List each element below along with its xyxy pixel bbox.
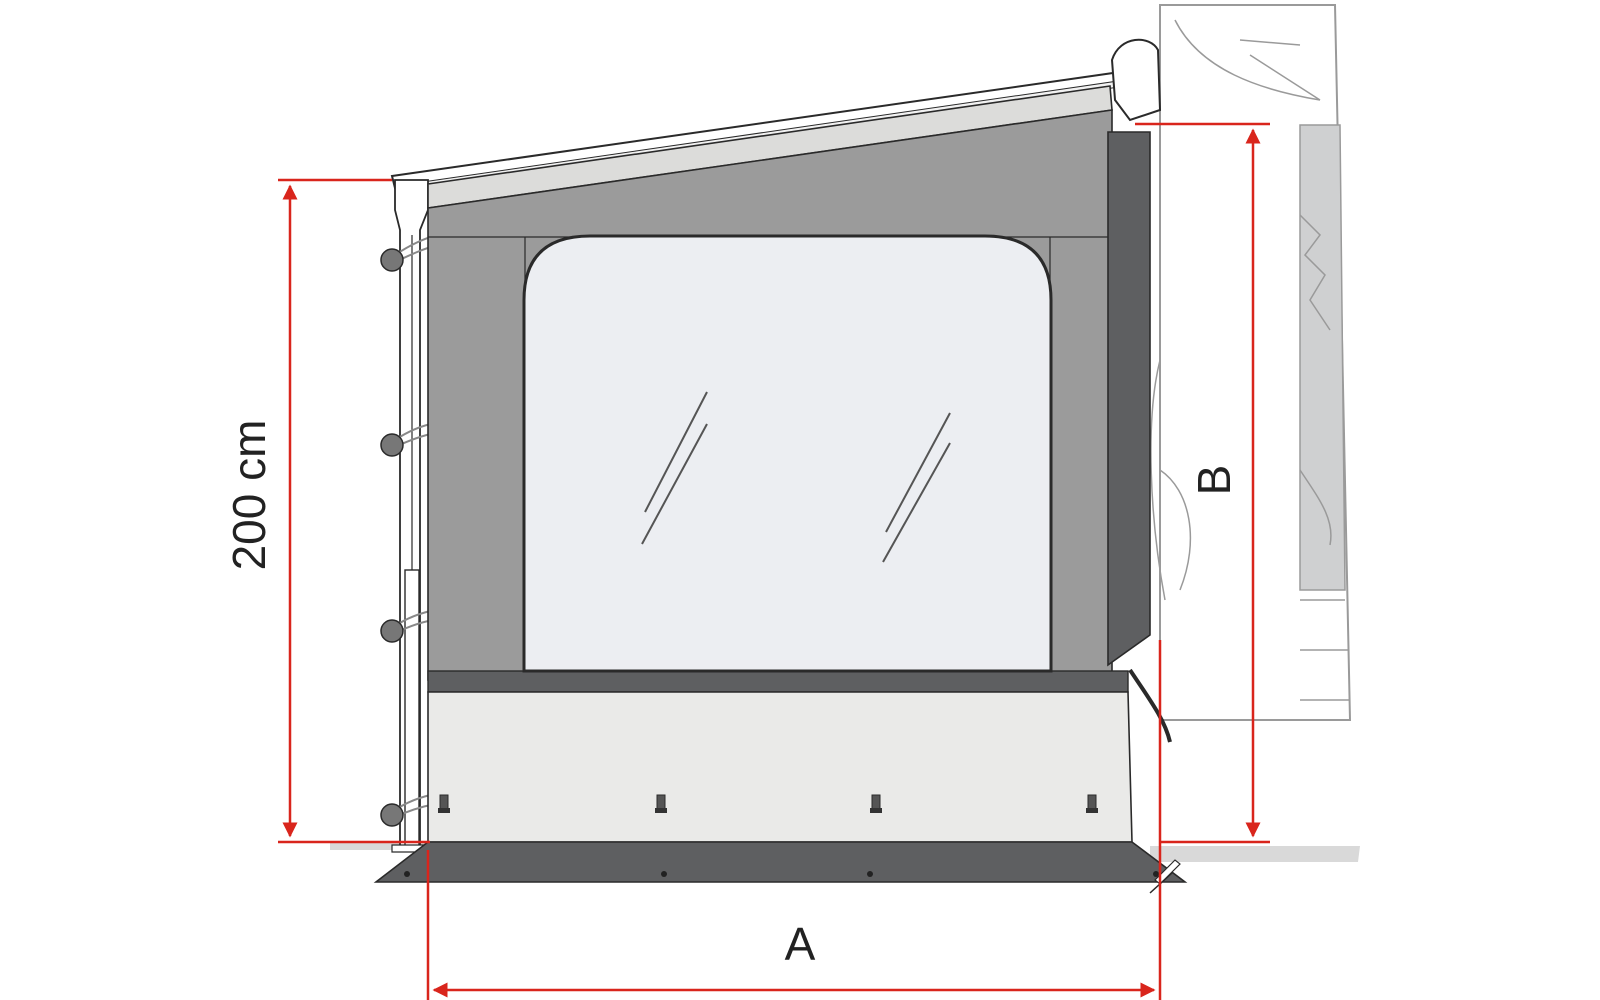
peg-loops xyxy=(438,794,1098,813)
window xyxy=(522,234,1053,673)
strap-top xyxy=(380,235,436,272)
wall-height-dimension xyxy=(1135,122,1270,844)
window-reflection-right xyxy=(882,412,951,563)
ground-right xyxy=(1150,846,1360,862)
height-label: 200 cm xyxy=(223,420,275,571)
peg-loop xyxy=(655,794,667,813)
peg-loop xyxy=(870,794,882,813)
ground-skirt xyxy=(373,841,1188,894)
width-label: A xyxy=(785,918,816,970)
height-dimension xyxy=(278,178,430,844)
caravan-body xyxy=(1150,4,1352,721)
width-dimension xyxy=(426,640,1162,1000)
window-reflection-left xyxy=(641,391,708,545)
corner-strap xyxy=(1128,668,1172,743)
wall-height-label: B xyxy=(1188,465,1240,496)
peg-loop xyxy=(438,794,450,813)
peg-loop xyxy=(1086,794,1098,813)
